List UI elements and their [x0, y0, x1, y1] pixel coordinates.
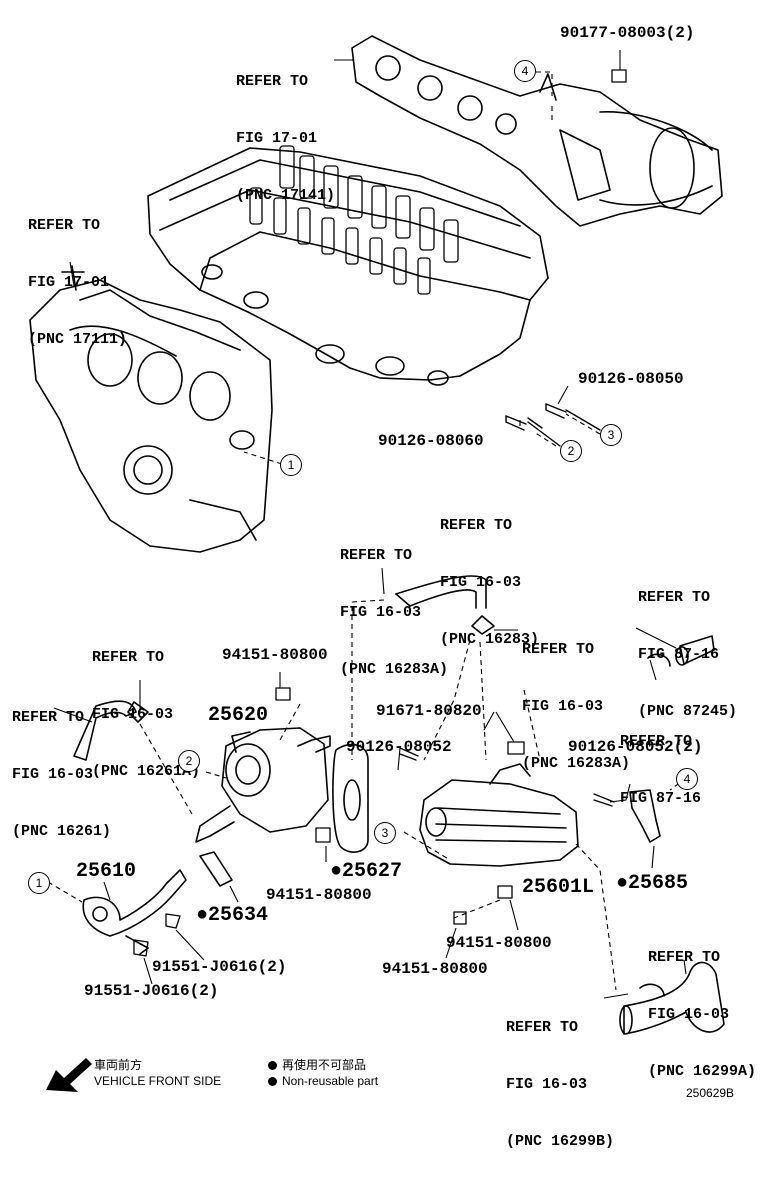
- refer-fig16-03-pnc16283[interactable]: REFER TO FIG 16-03 (PNC 16283): [440, 478, 539, 687]
- refer-fig: FIG 87-16: [638, 646, 720, 663]
- refer-fig: FIG 16-03: [92, 706, 174, 723]
- refer-pnc: (PNC 17111): [28, 331, 128, 348]
- callout-3-bottom[interactable]: 3: [374, 822, 396, 844]
- leader-lines: [47, 50, 687, 999]
- callout-4-top[interactable]: 4: [514, 60, 536, 82]
- egr-cooler-drawing: [419, 763, 579, 867]
- refer-fig16-03-pnc16283a-lower[interactable]: REFER TO FIG 16-03 (PNC 16283A): [522, 602, 630, 811]
- refer-fig: FIG 17-01: [28, 274, 110, 291]
- parts-diagram: REFER TO FIG 17-01 (PNC 17141) REFER TO …: [12, 24, 757, 1150]
- part-25627[interactable]: ●25627: [330, 860, 403, 883]
- exhaust-manifold-drawing: [351, 35, 723, 227]
- legend-front-en: VEHICLE FRONT SIDE: [94, 1074, 222, 1088]
- hose-left-drawing: [73, 700, 149, 761]
- callout-3-top[interactable]: 3: [600, 424, 622, 446]
- refer-fig: FIG 87-16: [620, 790, 702, 807]
- refer-fig16-03-pnc16261[interactable]: REFER TO FIG 16-03 (PNC 16261): [12, 670, 111, 879]
- refer-label: REFER TO: [440, 517, 513, 534]
- part-90177-08003[interactable]: 90177-08003(2): [560, 24, 695, 42]
- refer-pnc: (PNC 87245): [638, 703, 738, 720]
- refer-fig17-01-pnc17141[interactable]: REFER TO FIG 17-01 (PNC 17141): [236, 34, 335, 243]
- vacuum-hose-drawing: [395, 575, 495, 635]
- part-94151-80800-right[interactable]: 94151-80800: [446, 934, 552, 952]
- bullet-icon: [268, 1077, 277, 1086]
- refer-label: REFER TO: [236, 73, 309, 90]
- part-25610[interactable]: 25610: [76, 860, 137, 883]
- refer-label: REFER TO: [506, 1019, 579, 1036]
- legend-text: 再使用不可部品: [282, 1058, 367, 1072]
- refer-fig: FIG 16-03: [648, 1006, 730, 1023]
- legend-nonreuse-jp: 再使用不可部品: [268, 1056, 366, 1073]
- refer-label: REFER TO: [28, 217, 101, 234]
- part-90126-08052[interactable]: 90126-08052: [346, 738, 452, 756]
- refer-pnc: (PNC 16261): [12, 823, 112, 840]
- coolant-hose-right-drawing: [647, 635, 715, 667]
- refer-fig16-03-pnc16283a-upper[interactable]: REFER TO FIG 16-03 (PNC 16283A): [340, 508, 448, 717]
- refer-pnc: (PNC 16299A): [648, 1063, 757, 1080]
- refer-label: REFER TO: [92, 649, 165, 666]
- refer-pnc: (PNC 16299B): [506, 1133, 615, 1150]
- part-90126-08060[interactable]: 90126-08060: [378, 432, 484, 450]
- refer-label: REFER TO: [620, 733, 693, 750]
- legend-nonreuse-en: Non-reusable part: [268, 1074, 378, 1088]
- part-94151-80800-lower[interactable]: 94151-80800: [382, 960, 488, 978]
- part-94151-80800-upper[interactable]: 94151-80800: [222, 646, 328, 664]
- refer-fig87-16[interactable]: REFER TO FIG 87-16: [620, 694, 701, 846]
- part-91671-80820[interactable]: 91671-80820: [376, 702, 482, 720]
- refer-fig17-01-pnc17111[interactable]: REFER TO FIG 17-01 (PNC 17111): [28, 178, 127, 387]
- egr-valve-drawing: [195, 727, 331, 843]
- callout-1-bottom[interactable]: 1: [28, 872, 50, 894]
- refer-pnc: (PNC 16283): [440, 631, 540, 648]
- callout-2-bottom[interactable]: 2: [178, 750, 200, 772]
- callout-2-top[interactable]: 2: [560, 440, 582, 462]
- legend-text: Non-reusable part: [282, 1074, 379, 1088]
- refer-fig: FIG 16-03: [440, 574, 522, 591]
- gasket-25634-drawing: [199, 851, 233, 887]
- refer-fig: FIG 17-01: [236, 130, 318, 147]
- part-25634[interactable]: ●25634: [196, 904, 269, 927]
- callout-4-bottom[interactable]: 4: [676, 768, 698, 790]
- callout-1-top[interactable]: 1: [280, 454, 302, 476]
- front-arrow-drawing: [46, 1058, 92, 1092]
- part-90126-08050[interactable]: 90126-08050: [578, 370, 684, 388]
- diagram-artwork: [29, 35, 725, 1092]
- refer-fig: FIG 16-03: [12, 766, 94, 783]
- refer-fig87-16-pnc87245[interactable]: REFER TO FIG 87-16 (PNC 87245): [638, 550, 737, 759]
- bolt-drawings: [133, 69, 627, 957]
- figure-id: 250629B: [686, 1086, 735, 1100]
- part-91551-j0616-lower[interactable]: 91551-J0616(2): [84, 982, 219, 1000]
- refer-fig16-03-pnc16299a[interactable]: REFER TO FIG 16-03 (PNC 16299A): [648, 910, 756, 1119]
- refer-label: REFER TO: [12, 709, 85, 726]
- refer-label: REFER TO: [522, 641, 595, 658]
- refer-pnc: (PNC 16283A): [340, 661, 449, 678]
- legend-front-jp: 車両前方: [94, 1058, 143, 1072]
- part-91551-j0616-upper[interactable]: 91551-J0616(2): [152, 958, 287, 976]
- part-25601l[interactable]: 25601L: [522, 876, 595, 899]
- part-25685[interactable]: ●25685: [616, 872, 689, 895]
- refer-label: REFER TO: [638, 589, 711, 606]
- intake-manifold-drawing: [29, 265, 273, 553]
- refer-fig: FIG 16-03: [506, 1076, 588, 1093]
- part-90126-08052-2[interactable]: 90126-08052(2): [568, 738, 703, 756]
- refer-label: REFER TO: [340, 547, 413, 564]
- part-25620[interactable]: 25620: [208, 704, 269, 727]
- bullet-icon: [268, 1061, 277, 1070]
- gasket-25685-drawing: [629, 789, 661, 843]
- refer-pnc: (PNC 17141): [236, 187, 336, 204]
- refer-fig: FIG 16-03: [340, 604, 422, 621]
- cylinder-head-drawing: [147, 145, 549, 386]
- stud-bolts-drawing: [505, 403, 601, 447]
- part-94151-80800-middle[interactable]: 94151-80800: [266, 886, 372, 904]
- refer-label: REFER TO: [648, 949, 721, 966]
- refer-fig16-03-pnc16299b[interactable]: REFER TO FIG 16-03 (PNC 16299B): [506, 980, 614, 1189]
- refer-fig: FIG 16-03: [522, 698, 604, 715]
- egr-pipe-drawing: [82, 869, 187, 955]
- hose-bottom-right-drawing: [619, 961, 725, 1035]
- refer-pnc: (PNC 16283A): [522, 755, 631, 772]
- gasket-25627-drawing: [332, 743, 369, 853]
